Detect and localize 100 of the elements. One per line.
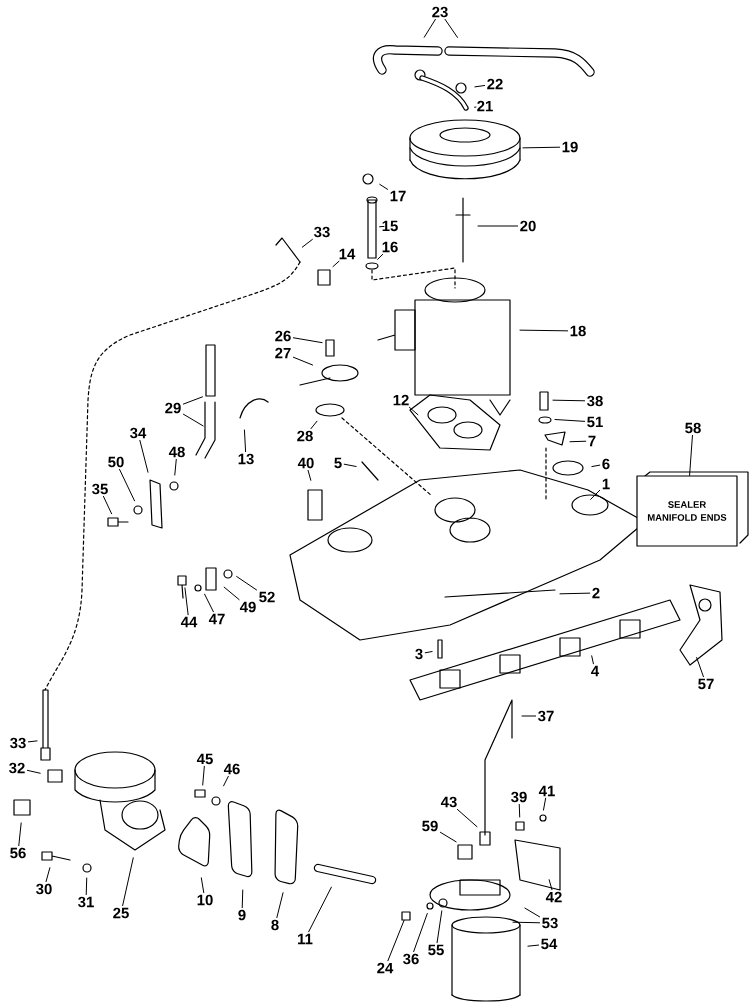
leader-line: [548, 879, 553, 891]
leader-line: [139, 439, 149, 473]
leader-line: [122, 857, 134, 907]
callout-number: 9: [238, 909, 246, 921]
leader-line: [518, 803, 521, 818]
leader-line: [119, 468, 136, 502]
leader-line: [200, 877, 205, 894]
callout-number: 8: [271, 919, 279, 931]
callout-number: 47: [208, 613, 225, 625]
callout-number: 46: [223, 763, 240, 775]
leader-line: [223, 586, 240, 601]
callout-number: 11: [298, 933, 313, 945]
callout-number: 29: [165, 402, 181, 414]
leader-line: [45, 867, 51, 883]
leader-line: [439, 831, 457, 843]
leader-line: [307, 469, 312, 481]
callout-number: 35: [92, 483, 108, 495]
callout-number: 20: [520, 220, 536, 232]
callout-number: 53: [542, 917, 558, 929]
callout-number: 56: [10, 847, 26, 859]
leader-line: [241, 889, 244, 909]
callout-number: 57: [698, 678, 714, 690]
leader-line: [18, 822, 22, 847]
callout-number: 27: [275, 347, 291, 359]
leader-line: [310, 420, 318, 430]
callout-number: 16: [382, 241, 398, 253]
leader-line: [379, 225, 385, 228]
leader-line: [85, 877, 88, 896]
callout-number: 39: [511, 791, 527, 803]
leader-line: [308, 886, 332, 933]
leader-line: [522, 146, 561, 149]
callout-number: 36: [403, 953, 419, 965]
leader-line: [521, 715, 537, 717]
callout-number: 43: [440, 796, 457, 808]
callout-number: 59: [422, 820, 438, 832]
leader-line: [202, 765, 205, 786]
leader-line: [519, 329, 569, 332]
callout-number: 34: [130, 427, 147, 439]
leader-line: [591, 464, 601, 468]
callout-number: 15: [382, 220, 398, 232]
leader-line: [408, 406, 419, 416]
leader-line: [102, 495, 113, 515]
callout-number: 40: [297, 457, 314, 469]
leader-line: [696, 657, 704, 678]
callout-number: 1: [602, 478, 610, 490]
leader-line: [456, 808, 478, 828]
callout-number: 4: [591, 665, 600, 677]
callout-number: 13: [238, 453, 254, 465]
sealer-box: SEALER MANIFOLD ENDS: [636, 471, 749, 547]
callout-number: 6: [602, 458, 610, 470]
leader-line: [182, 396, 203, 405]
callout-number: 2: [592, 587, 600, 599]
callout-number: 28: [297, 430, 313, 442]
callout-number: 31: [78, 896, 94, 908]
callout-number: 10: [197, 894, 213, 906]
leader-line: [27, 740, 38, 743]
callout-number: 51: [587, 416, 603, 428]
leader-line: [559, 592, 591, 595]
leader-line: [379, 183, 389, 190]
callout-number: 12: [393, 394, 409, 406]
callout-number: 7: [588, 435, 596, 447]
callout-number: 42: [545, 891, 562, 903]
leader-line: [184, 587, 189, 616]
callout-number: 21: [477, 100, 493, 112]
leader-line: [204, 593, 214, 613]
leader-line: [424, 651, 433, 654]
callout-number: 30: [36, 883, 52, 895]
callout-number: 50: [108, 456, 124, 468]
callout-number: 58: [685, 422, 701, 434]
callout-number: 49: [239, 601, 256, 613]
callout-number: 3: [415, 648, 423, 660]
callout-number: 55: [428, 944, 444, 956]
leader-line: [182, 413, 204, 427]
callout-number: 22: [487, 78, 503, 90]
leader-line: [26, 769, 41, 774]
leader-line: [377, 253, 384, 260]
callout-number: 41: [538, 785, 555, 797]
leader-line: [552, 399, 586, 402]
leader-line: [590, 489, 601, 500]
leader-line: [554, 419, 586, 422]
callout-number: 33: [10, 737, 26, 749]
callout-number: 25: [113, 907, 129, 919]
leader-line: [527, 944, 540, 947]
leader-line: [413, 913, 428, 953]
leader-line: [236, 576, 258, 591]
leader-line: [301, 238, 313, 248]
callout-number: 23: [432, 6, 448, 18]
callout-number: 37: [538, 710, 554, 722]
leader-line: [243, 429, 247, 453]
leader-line: [569, 440, 587, 443]
leader-line: [223, 775, 229, 787]
leader-line: [512, 921, 541, 924]
callout-number: 44: [180, 616, 198, 628]
leader-line: [423, 18, 436, 38]
callout-number: 33: [314, 226, 330, 238]
callout-number: 54: [541, 938, 558, 950]
leader-line: [436, 910, 443, 944]
callout-number: 32: [9, 762, 25, 774]
leader-line: [387, 919, 405, 962]
leader-line: [343, 463, 357, 467]
